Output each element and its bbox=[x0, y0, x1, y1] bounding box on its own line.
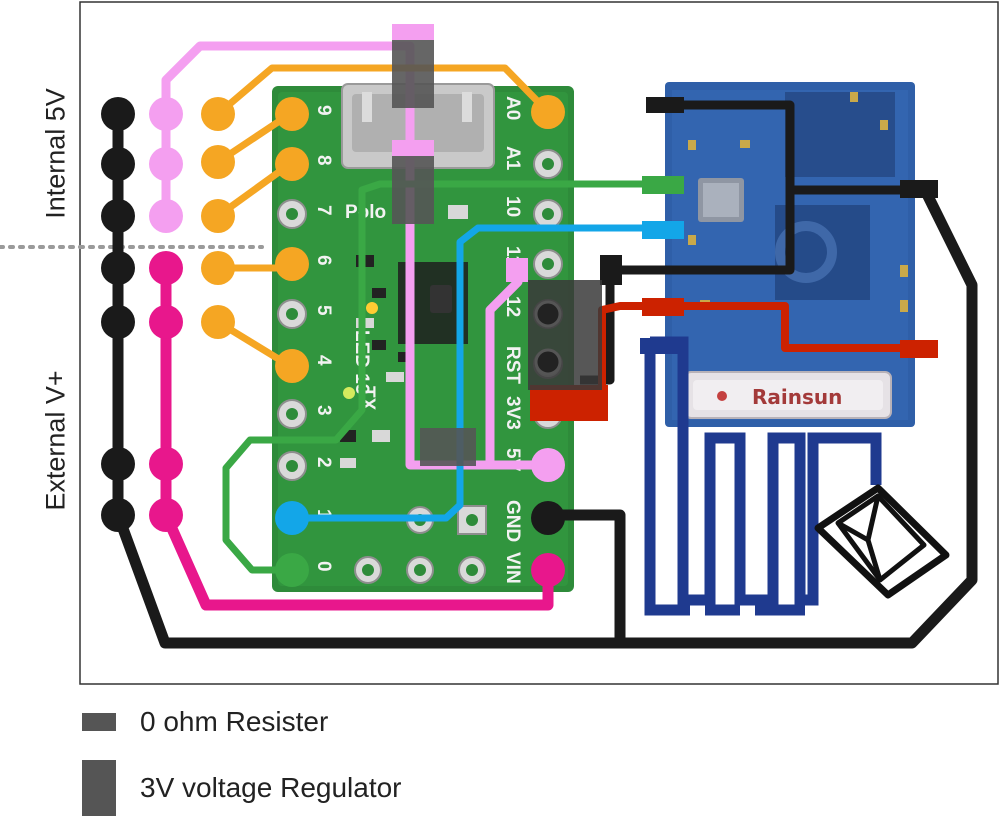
header-dot bbox=[101, 199, 135, 233]
antenna-trace-lower bbox=[644, 342, 805, 616]
left-pin-hole-center bbox=[286, 308, 298, 320]
header-dot bbox=[531, 448, 565, 482]
header-dots bbox=[101, 95, 565, 587]
right-pin-hole-center bbox=[542, 208, 554, 220]
legend-regulator-row: 3V voltage Regulator bbox=[82, 760, 402, 816]
blue-trace bbox=[292, 224, 680, 522]
header-dot bbox=[149, 147, 183, 181]
header-dot bbox=[149, 447, 183, 481]
header-dot bbox=[531, 553, 565, 587]
component-overlays bbox=[392, 24, 602, 466]
green-trace bbox=[222, 180, 680, 574]
header-dot bbox=[275, 349, 309, 383]
board-brand-label: Polo bbox=[345, 202, 386, 223]
right-pin-label: 10 bbox=[502, 196, 523, 217]
header-dot bbox=[101, 251, 135, 285]
left-pin-label: 6 bbox=[313, 255, 334, 266]
header-dot bbox=[149, 199, 183, 233]
header-dot bbox=[101, 97, 135, 131]
black-ground-trace-right bbox=[620, 187, 978, 649]
header-dot bbox=[201, 97, 235, 131]
header-dot bbox=[201, 305, 235, 339]
header-dot bbox=[275, 247, 309, 281]
right-pin-label: A1 bbox=[502, 146, 523, 171]
legend-regulator-label: 3V voltage Regulator bbox=[140, 772, 402, 803]
left-pin-label: 0 bbox=[313, 561, 334, 572]
left-pin-hole-center bbox=[286, 460, 298, 472]
right-pin-label: RST bbox=[502, 346, 523, 384]
header-dot bbox=[201, 199, 235, 233]
header-dot bbox=[275, 553, 309, 587]
header-dot bbox=[201, 251, 235, 285]
left-pin-label: 3 bbox=[313, 405, 334, 416]
right-pin-label: VIN bbox=[502, 552, 523, 584]
right-pin-label: 12 bbox=[502, 296, 523, 317]
legend-resistor-row: 0 ohm Resister bbox=[82, 706, 328, 738]
module-chip-label: Rainsun bbox=[752, 385, 842, 409]
right-pin-hole-center bbox=[542, 158, 554, 170]
antenna-trace bbox=[650, 336, 882, 606]
header-dot bbox=[275, 147, 309, 181]
legend-resistor-swatch bbox=[82, 713, 116, 731]
left-pin-hole-center bbox=[286, 408, 298, 420]
header-dot bbox=[101, 498, 135, 532]
right-pin-label: GND bbox=[502, 500, 523, 542]
external-vplus-label: External V+ bbox=[40, 370, 71, 511]
header-dot bbox=[101, 305, 135, 339]
left-pin-label: 5 bbox=[313, 305, 334, 316]
header-dot bbox=[531, 95, 565, 129]
header-dot bbox=[149, 251, 183, 285]
magenta-trace bbox=[160, 268, 554, 611]
open-hardware-cube-icon bbox=[814, 484, 950, 599]
header-dot bbox=[149, 305, 183, 339]
left-pin-label: 7 bbox=[313, 205, 334, 216]
right-pin-label: A0 bbox=[502, 96, 523, 120]
header-dot bbox=[101, 447, 135, 481]
internal-5v-label: Internal 5V bbox=[40, 88, 71, 219]
resistor-lower bbox=[420, 428, 476, 466]
legend-resistor-label: 0 ohm Resister bbox=[140, 706, 329, 737]
right-pin-label: 3V3 bbox=[502, 396, 523, 430]
left-pin-label: 9 bbox=[313, 105, 334, 116]
left-pin-hole-center bbox=[286, 208, 298, 220]
header-dot bbox=[149, 498, 183, 532]
header-dot bbox=[201, 145, 235, 179]
legend-regulator-swatch bbox=[82, 760, 116, 816]
header-dot bbox=[531, 501, 565, 535]
header-dot bbox=[275, 97, 309, 131]
header-dot bbox=[149, 97, 183, 131]
module-pads bbox=[506, 97, 938, 421]
orange-trace-top bbox=[215, 64, 551, 117]
right-pin-hole-center bbox=[542, 258, 554, 270]
left-pin-label: 8 bbox=[313, 155, 334, 166]
left-pin-label: 4 bbox=[313, 355, 334, 366]
header-dot bbox=[275, 501, 309, 535]
regulator-right bbox=[528, 280, 602, 390]
header-dot bbox=[101, 147, 135, 181]
left-pin-label: 2 bbox=[313, 457, 334, 468]
